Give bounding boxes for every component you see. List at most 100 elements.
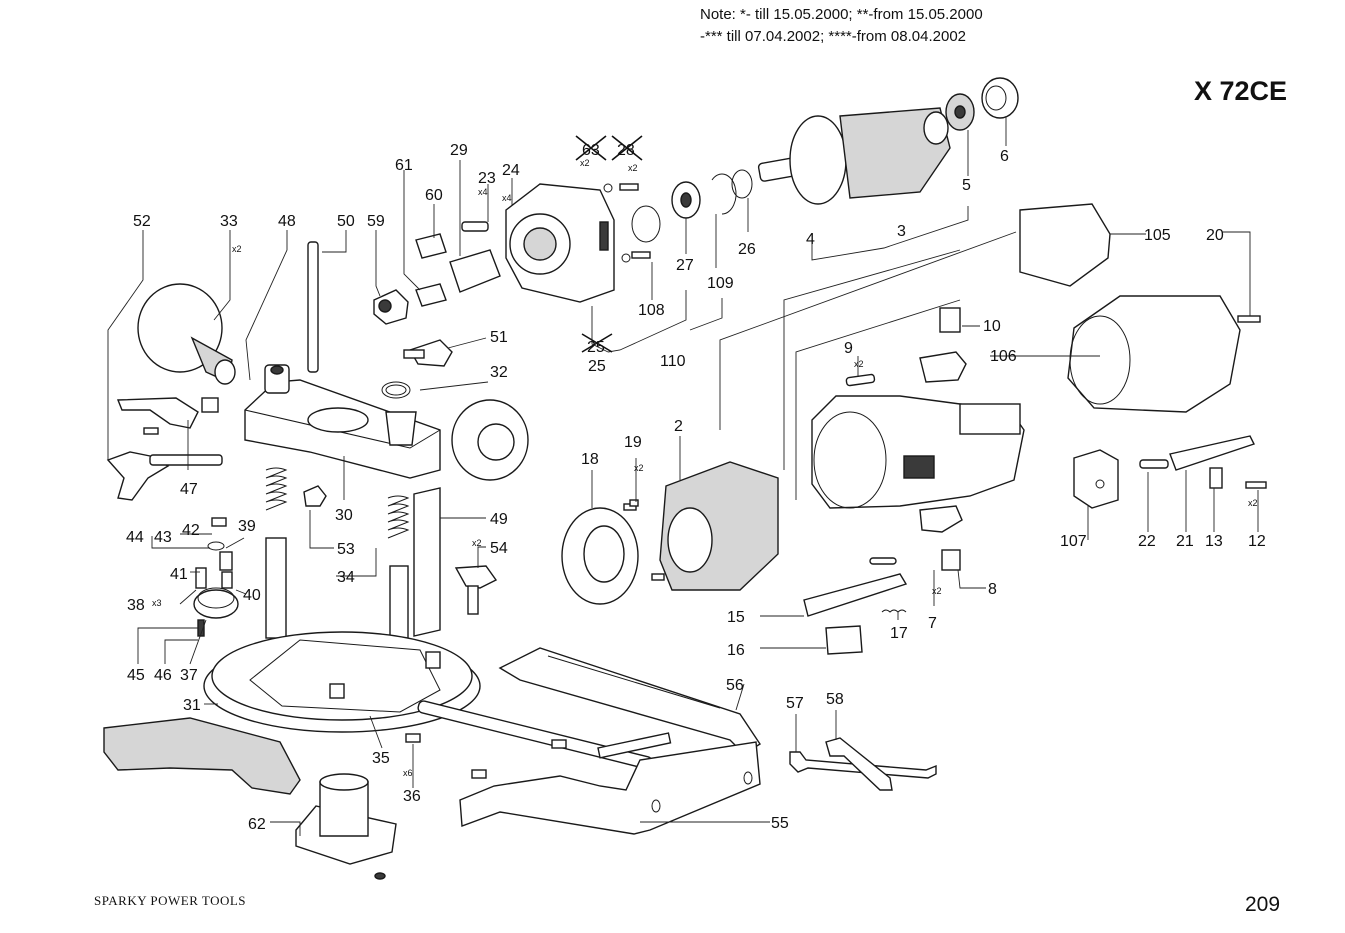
label-44: 44 xyxy=(126,529,144,546)
label-35: 35 xyxy=(372,750,390,767)
label-29: 29 xyxy=(450,142,468,159)
part-32-ring xyxy=(381,381,411,399)
label-109: 109 xyxy=(707,275,734,292)
qty-38: x3 xyxy=(152,598,162,608)
label-20: 20 xyxy=(1206,227,1224,244)
leader-lines xyxy=(107,116,1259,836)
label-27: 27 xyxy=(676,257,694,274)
part-38-46-small-parts xyxy=(193,517,239,637)
model-title: X 72CE xyxy=(1194,76,1288,106)
label-25: 25 xyxy=(588,358,606,375)
part-knob-right xyxy=(451,399,529,481)
label-23: 23 xyxy=(478,170,496,187)
label-54: 54 xyxy=(490,540,508,557)
label-105: 105 xyxy=(1144,227,1171,244)
label-5: 5 xyxy=(962,177,971,194)
label-19: 19 xyxy=(624,434,642,451)
label-62: 62 xyxy=(248,816,266,833)
part-small-screws xyxy=(143,397,639,779)
qty-28: x2 xyxy=(628,163,638,173)
qty-12: x2 xyxy=(1248,498,1258,508)
qty-36: x6 xyxy=(403,768,413,778)
label-43: 43 xyxy=(154,529,172,546)
qty-9: x2 xyxy=(854,359,864,369)
note-line-2: -*** till 07.04.2002; ****-from 08.04.20… xyxy=(700,28,967,45)
label-57: 57 xyxy=(786,695,804,712)
crossed-out-marks xyxy=(575,135,643,353)
part-9-10-switch xyxy=(845,307,967,387)
label-42: 42 xyxy=(182,522,200,539)
label-59: 59 xyxy=(367,213,385,230)
label-30: 30 xyxy=(335,507,353,524)
label-28-crossed: 28 xyxy=(617,142,635,159)
qty-19: x2 xyxy=(634,463,644,473)
label-16: 16 xyxy=(727,642,745,659)
qty-33: x2 xyxy=(232,244,242,254)
label-45: 45 xyxy=(127,667,145,684)
label-36: 36 xyxy=(403,788,421,805)
part-5-6-bearings xyxy=(945,77,1019,131)
label-39: 39 xyxy=(238,518,256,535)
label-49: 49 xyxy=(490,511,508,528)
label-13: 13 xyxy=(1205,533,1223,550)
label-31: 31 xyxy=(183,697,201,714)
label-21: 21 xyxy=(1176,533,1194,550)
page-number: 209 xyxy=(1245,893,1281,916)
label-53: 53 xyxy=(337,541,355,558)
label-33: 33 xyxy=(220,213,238,230)
label-41: 41 xyxy=(170,566,188,583)
label-7: 7 xyxy=(928,615,937,632)
label-6: 6 xyxy=(1000,148,1009,165)
label-34: 34 xyxy=(337,569,355,586)
qty-24: x4 xyxy=(502,193,512,203)
label-3: 3 xyxy=(897,223,906,240)
label-63-crossed: 63 xyxy=(582,142,600,159)
label-58: 58 xyxy=(826,691,844,708)
label-51: 51 xyxy=(490,329,508,346)
part-105-106-covers xyxy=(1019,203,1241,413)
part-15-16-17-trigger xyxy=(803,505,963,655)
part-59-nut xyxy=(373,289,409,325)
part-4-armature xyxy=(757,107,951,205)
label-60: 60 xyxy=(425,187,443,204)
note-line-1: Note: *- till 15.05.2000; **-from 15.05.… xyxy=(700,6,983,23)
part-53-nut xyxy=(303,485,327,507)
label-61: 61 xyxy=(395,157,413,174)
label-48: 48 xyxy=(278,213,296,230)
part-52-handle xyxy=(106,397,223,501)
label-38: 38 xyxy=(127,597,145,614)
part-107-22-21-13-12 xyxy=(1073,315,1267,509)
label-4: 4 xyxy=(806,231,815,248)
label-12: 12 xyxy=(1248,533,1266,550)
part-57-58-wrenches xyxy=(789,737,937,791)
label-26: 26 xyxy=(738,241,756,258)
part-50-rod xyxy=(307,241,319,373)
label-10: 10 xyxy=(983,318,1001,335)
label-107: 107 xyxy=(1060,533,1087,550)
part-gear-housing xyxy=(505,183,615,303)
footer-brand: SPARKY POWER TOOLS xyxy=(94,893,247,908)
label-8: 8 xyxy=(988,581,997,598)
part-54-clamp xyxy=(454,565,498,615)
qty-7: x2 xyxy=(932,586,942,596)
label-47: 47 xyxy=(180,481,198,498)
label-52: 52 xyxy=(133,213,151,230)
part-55-56-parallel-guide xyxy=(417,647,761,835)
label-110: 110 xyxy=(660,353,686,370)
label-55: 55 xyxy=(771,815,789,832)
part-51-wing-screw xyxy=(403,339,453,367)
label-15: 15 xyxy=(727,609,745,626)
part-49-scale xyxy=(413,487,441,637)
label-22: 22 xyxy=(1138,533,1156,550)
part-motor-housing xyxy=(811,395,1025,509)
label-50: 50 xyxy=(337,213,355,230)
part-33-knob xyxy=(137,283,236,385)
qty-54: x2 xyxy=(472,538,482,548)
label-56: 56 xyxy=(726,677,744,694)
part-labels: 52 33 x2 48 50 59 61 60 29 23 x4 24 x4 6… xyxy=(126,142,1266,833)
part-31-base-plate xyxy=(203,631,481,733)
label-106: 106 xyxy=(990,348,1017,365)
label-40: 40 xyxy=(243,587,261,604)
part-30-carrier xyxy=(244,364,441,479)
